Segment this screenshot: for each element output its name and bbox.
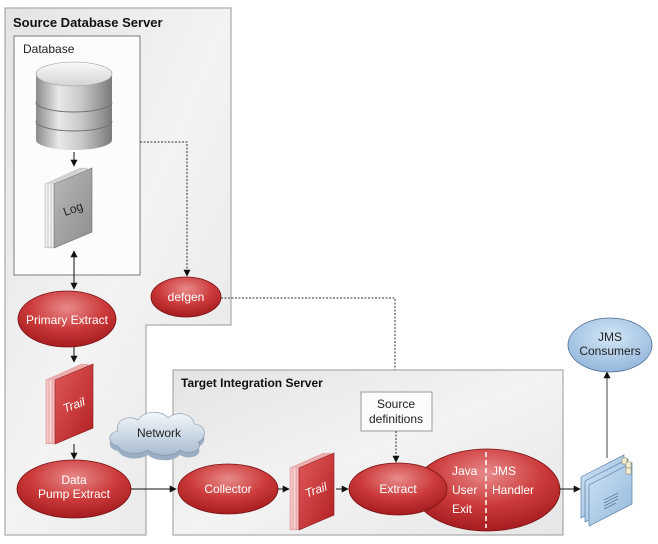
data-pump-label-line1: Data: [61, 473, 87, 487]
database-cylinder-icon: [35, 61, 113, 150]
jms-messages-icon: [580, 454, 633, 527]
collector-process: Collector: [177, 463, 279, 515]
data-pump-extract-process: Data Pump Extract: [16, 459, 132, 519]
log-label: Log: [61, 199, 85, 219]
jms-consumers-node: JMS Consumers: [567, 317, 653, 373]
data-pump-label-line2: Pump Extract: [38, 487, 111, 501]
java-user-exit-line2: User: [452, 483, 477, 497]
extract-label: Extract: [379, 482, 417, 496]
defgen-label: defgen: [168, 290, 205, 304]
java-user-exit-line3: Exit: [452, 502, 473, 516]
source-definitions-line2: definitions: [369, 412, 423, 426]
extract-process: Extract: [348, 462, 448, 516]
jms-handler-line2: Handler: [492, 483, 534, 497]
dotted-db-to-defgen: [140, 141, 191, 277]
target-trail-icon: Trail: [289, 452, 335, 531]
java-user-exit-jms-handler-process: Java User Exit JMS Handler: [413, 448, 561, 532]
network-label: Network: [137, 426, 182, 440]
jms-consumers-line1: JMS: [598, 330, 622, 344]
source-definitions-box: Source definitions: [360, 391, 433, 432]
jms-handler-line1: JMS: [492, 464, 516, 478]
source-definitions-line1: Source: [377, 397, 415, 411]
target-server-title: Target Integration Server: [181, 376, 323, 390]
jms-consumers-line2: Consumers: [579, 344, 640, 358]
dotted-defgen-to-source-definitions: [221, 297, 399, 391]
primary-extract-label: Primary Extract: [26, 313, 109, 327]
source-server-title: Source Database Server: [13, 15, 163, 30]
source-trail-icon: Trail: [45, 363, 94, 445]
defgen-process: defgen: [150, 276, 222, 318]
database-title: Database: [23, 42, 75, 56]
primary-extract-process: Primary Extract: [17, 290, 117, 348]
collector-label: Collector: [204, 482, 251, 496]
java-user-exit-line1: Java: [452, 464, 478, 478]
network-cloud-icon: Network: [109, 411, 205, 461]
log-icon: Log: [44, 167, 93, 249]
